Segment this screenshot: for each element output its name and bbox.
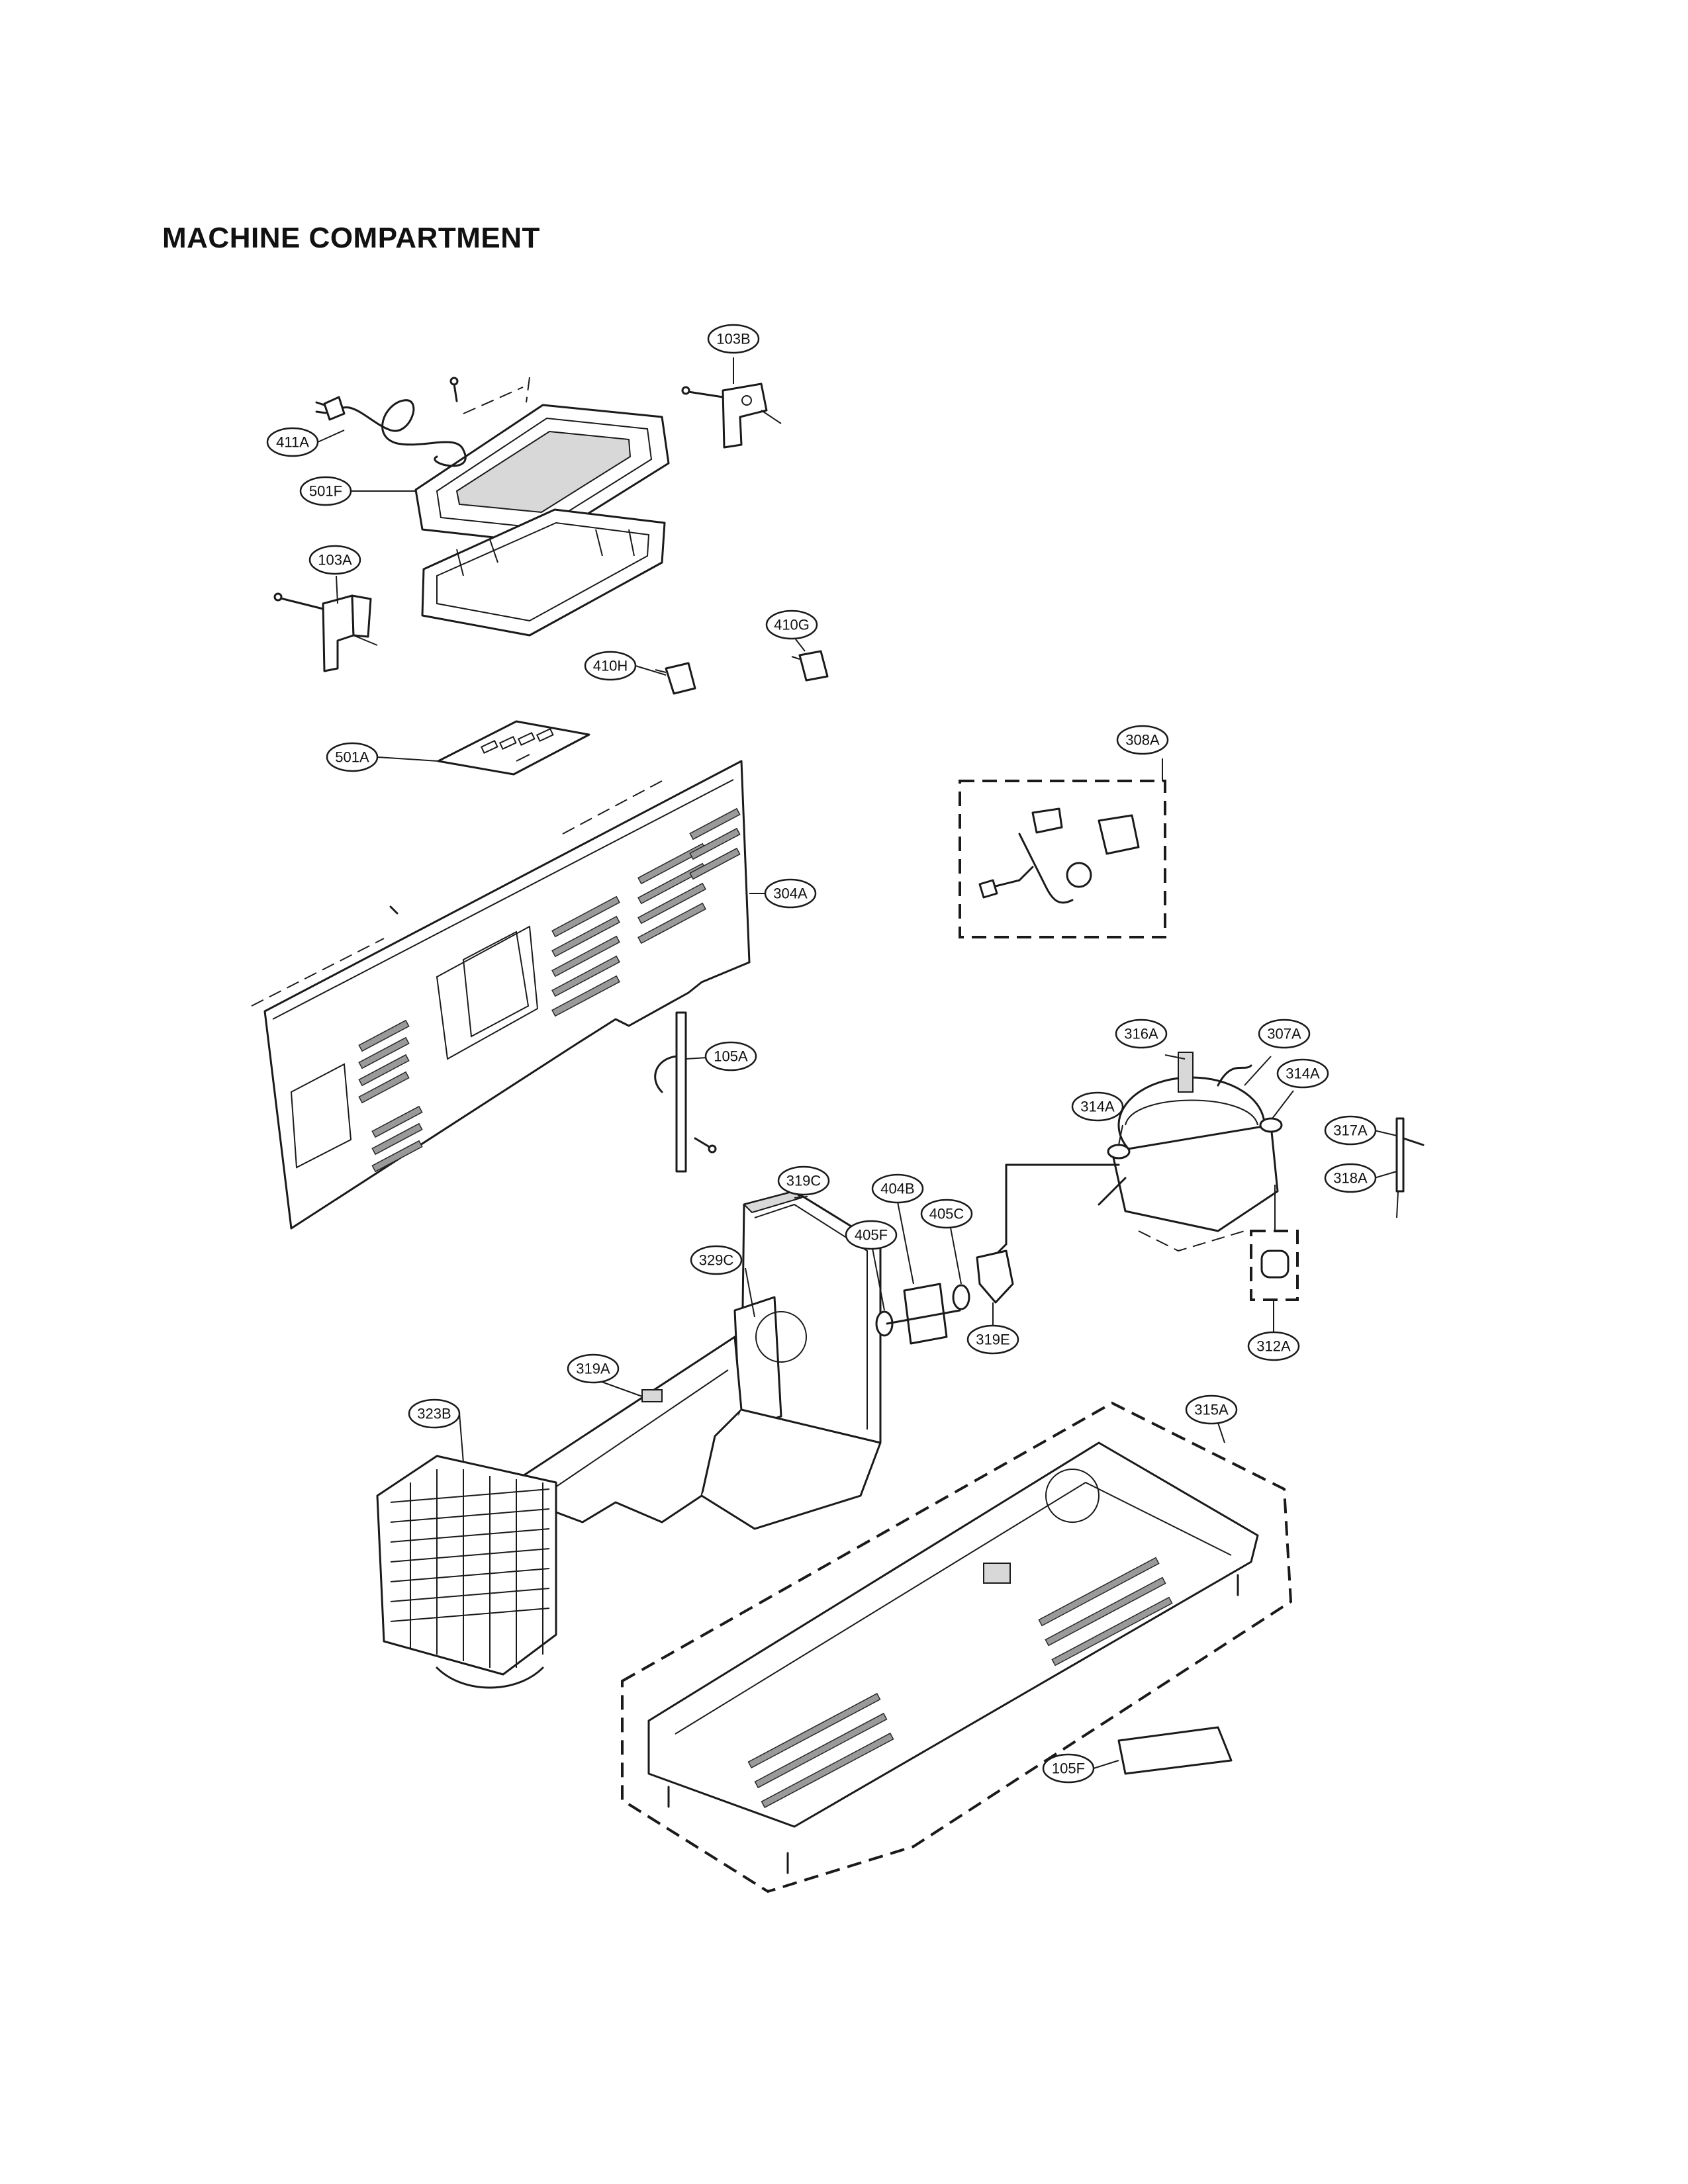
callout-308A: 308A: [1116, 725, 1169, 755]
callout-315A: 315A: [1185, 1394, 1238, 1425]
callout-405F: 405F: [845, 1220, 898, 1250]
svg-text:308A: 308A: [1125, 732, 1160, 749]
svg-text:315A: 315A: [1194, 1402, 1229, 1418]
callout-105A: 105A: [704, 1041, 757, 1071]
svg-text:329C: 329C: [699, 1252, 734, 1269]
callout-314A-left: 314A: [1071, 1091, 1124, 1122]
svg-text:307A: 307A: [1267, 1026, 1301, 1042]
callout-316A: 316A: [1115, 1019, 1168, 1049]
base-plate-vents: [747, 1557, 1173, 1809]
svg-text:319E: 319E: [976, 1332, 1009, 1348]
svg-text:105A: 105A: [714, 1048, 748, 1065]
duct-part: [522, 1336, 882, 1530]
callout-329C: 329C: [690, 1245, 743, 1275]
relay-kit-part: [959, 780, 1166, 938]
svg-text:501A: 501A: [335, 749, 369, 766]
callout-307A: 307A: [1258, 1019, 1311, 1049]
block-105f-part: [1117, 1726, 1233, 1775]
callout-411A: 411A: [266, 427, 319, 457]
pcb-plate-part: [437, 720, 590, 776]
svg-text:312A: 312A: [1256, 1338, 1291, 1355]
callout-103A: 103A: [308, 545, 361, 575]
back-panel-vents: [358, 807, 741, 1173]
svg-text:105F: 105F: [1052, 1760, 1085, 1777]
connector-410g-part: [791, 650, 829, 682]
sensor-part: [1395, 1117, 1425, 1218]
fan-housing-part: [733, 1190, 1014, 1457]
svg-text:405C: 405C: [929, 1206, 964, 1222]
condenser-part: [376, 1455, 557, 1689]
svg-text:319C: 319C: [786, 1173, 821, 1189]
callout-105F: 105F: [1042, 1753, 1095, 1784]
callout-318A: 318A: [1324, 1163, 1377, 1193]
svg-text:304A: 304A: [773, 886, 808, 902]
page-title: MACHINE COMPARTMENT: [162, 222, 540, 254]
svg-text:323B: 323B: [417, 1406, 451, 1422]
callout-405C: 405C: [920, 1199, 973, 1229]
control-box-cover-part: [414, 377, 670, 637]
compressor-part: [992, 1052, 1283, 1259]
base-plate-part: [621, 1401, 1293, 1893]
svg-text:316A: 316A: [1124, 1026, 1158, 1042]
connector-410h-part: [655, 662, 696, 695]
svg-text:103A: 103A: [318, 552, 352, 569]
svg-text:314A: 314A: [1286, 1066, 1320, 1082]
svg-text:319A: 319A: [576, 1361, 610, 1377]
bracket-103b-part: [681, 383, 782, 449]
drain-tube-part: [654, 1011, 717, 1173]
svg-text:405F: 405F: [855, 1227, 888, 1244]
callout-323B: 323B: [408, 1398, 461, 1429]
bracket-103a-part: [273, 592, 378, 672]
callout-319E: 319E: [966, 1324, 1019, 1355]
svg-text:317A: 317A: [1333, 1122, 1368, 1139]
callout-319C: 319C: [777, 1165, 830, 1196]
callout-317A: 317A: [1324, 1115, 1377, 1146]
svg-text:404B: 404B: [880, 1181, 914, 1197]
power-cord-part: [315, 396, 467, 467]
callout-410G: 410G: [765, 610, 818, 640]
svg-text:410G: 410G: [774, 617, 810, 633]
svg-text:410H: 410H: [593, 658, 628, 674]
callout-312A: 312A: [1247, 1331, 1300, 1361]
callout-501A: 501A: [326, 742, 379, 772]
svg-text:314A: 314A: [1080, 1099, 1115, 1115]
callout-404B: 404B: [871, 1173, 924, 1204]
callout-410H: 410H: [584, 651, 637, 681]
callout-501F: 501F: [299, 476, 352, 506]
svg-text:411A: 411A: [276, 434, 309, 451]
svg-text:501F: 501F: [309, 483, 342, 500]
callout-319A: 319A: [567, 1353, 620, 1384]
callout-103B: 103B: [707, 324, 760, 354]
back-panel-part: [251, 760, 751, 1230]
svg-text:318A: 318A: [1333, 1170, 1368, 1187]
svg-text:103B: 103B: [716, 331, 750, 347]
callout-314A-right: 314A: [1276, 1058, 1329, 1089]
callout-304A: 304A: [764, 878, 817, 909]
